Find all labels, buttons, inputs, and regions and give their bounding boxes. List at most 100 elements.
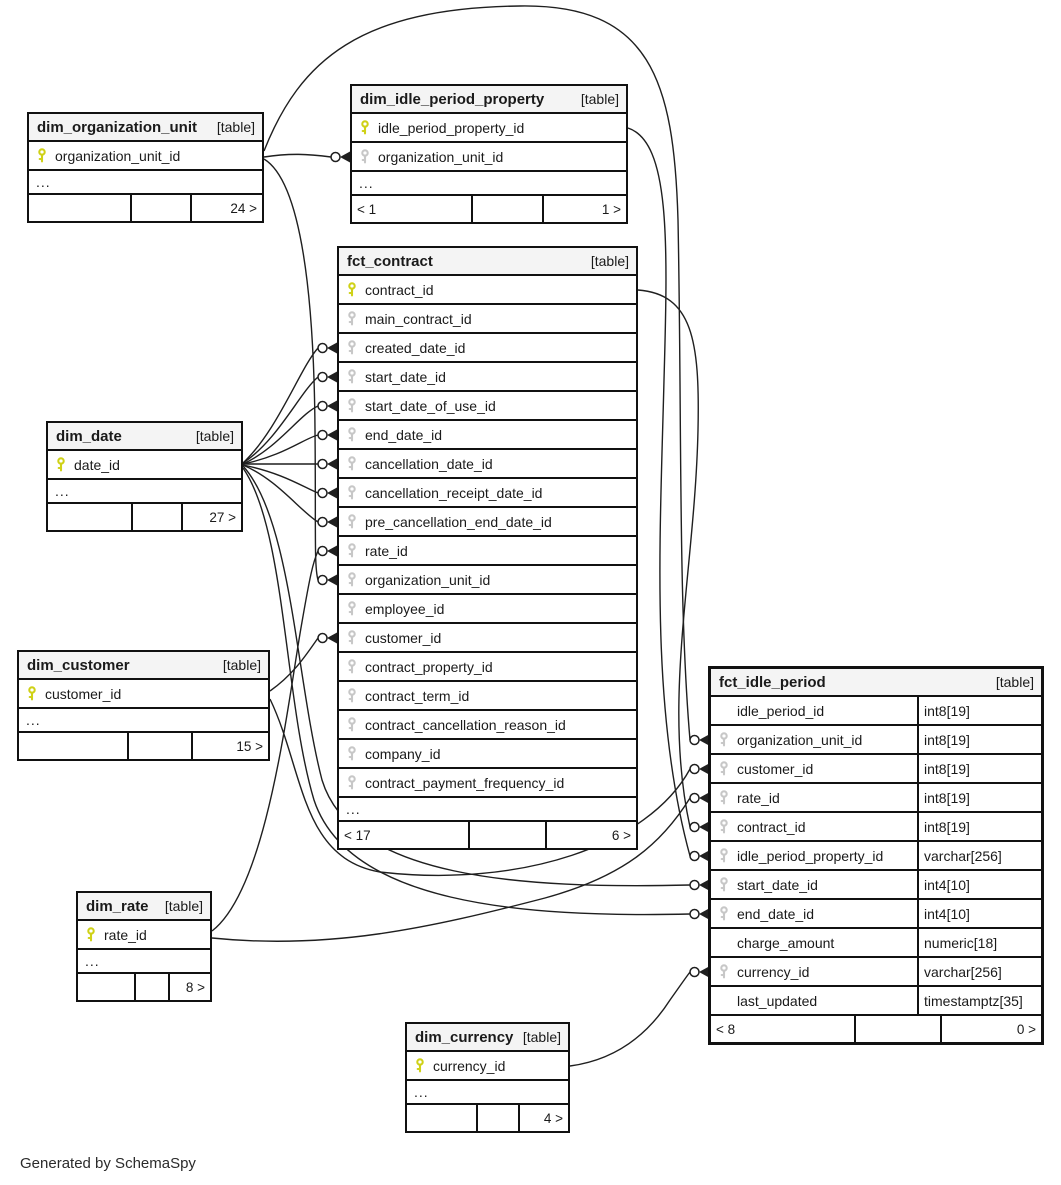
cardinality-circle-icon	[689, 908, 700, 920]
foreign-key-icon	[711, 790, 737, 805]
cardinality-arrow-icon	[699, 792, 709, 804]
table-header[interactable]: dim_customer [table]	[19, 652, 268, 680]
column-name: organization_unit_id	[55, 147, 181, 164]
column-row[interactable]: contract_payment_frequency_id	[339, 769, 636, 798]
cardinality-arrow-icon	[699, 821, 709, 833]
table-footer: 4 >	[407, 1105, 568, 1131]
spacer-cell	[470, 822, 547, 848]
table-header[interactable]: dim_organization_unit[table]	[29, 114, 262, 142]
column-row[interactable]: main_contract_id	[339, 305, 636, 334]
table-footer: 8 >	[78, 974, 210, 1000]
cardinality-arrow-icon	[327, 632, 337, 644]
cardinality-arrow-icon	[699, 879, 709, 891]
ellipsis-row: ...	[29, 171, 262, 195]
column-row[interactable]: start_date_id	[339, 363, 636, 392]
table-header[interactable]: dim_currency[table]	[407, 1024, 568, 1052]
table-title[interactable]: dim_customer	[27, 656, 130, 674]
table-footer: 15 >	[19, 733, 268, 759]
table-header[interactable]: dim_idle_period_property[table]	[352, 86, 626, 114]
row-count-cell: 15 >	[236, 738, 263, 754]
column-name: charge_amount	[737, 934, 835, 951]
column-row[interactable]: organization_unit_id	[29, 142, 262, 171]
column-name: idle_period_property_id	[737, 847, 884, 864]
column-row[interactable]: rate_id	[78, 921, 210, 950]
fk-count-cell: < 8	[711, 1016, 857, 1042]
relationship-edge	[269, 637, 319, 692]
column-row[interactable]: contract_id	[339, 276, 636, 305]
table-title[interactable]: dim_rate	[86, 897, 149, 915]
primary-key-icon	[48, 457, 74, 472]
column-name: currency_id	[433, 1057, 506, 1074]
column-row[interactable]: end_date_id	[339, 421, 636, 450]
column-row[interactable]: cancellation_receipt_date_id	[339, 479, 636, 508]
cardinality-arrow-icon	[327, 516, 337, 528]
ellipsis-row: ...	[339, 798, 636, 822]
table-header[interactable]: dim_date[table]	[48, 423, 241, 451]
column-row[interactable]: contract_cancellation_reason_id	[339, 711, 636, 740]
column-row[interactable]: customer_id	[339, 624, 636, 653]
column-name: rate_id	[737, 789, 780, 806]
foreign-key-icon	[339, 630, 365, 645]
foreign-key-icon	[339, 775, 365, 790]
table-dim_date: dim_date[table]date_id...27 >	[46, 421, 243, 532]
foreign-key-icon	[339, 659, 365, 674]
row-count-cell: 0 >	[1016, 1021, 1036, 1037]
spacer-cell	[473, 196, 544, 222]
column-row[interactable]: cancellation_date_id	[339, 450, 636, 479]
fk-count-cell	[29, 195, 132, 221]
primary-key-icon	[78, 927, 104, 942]
column-row[interactable]: created_date_id	[339, 334, 636, 363]
column-name: start_date_id	[737, 876, 818, 893]
table-title[interactable]: dim_currency	[415, 1028, 514, 1046]
column-row[interactable]: company_id	[339, 740, 636, 769]
table-header[interactable]: fct_idle_period[table]	[711, 669, 1041, 697]
column-name: employee_id	[365, 600, 445, 617]
table-title[interactable]: fct_idle_period	[719, 673, 826, 691]
fk-count-cell: < 1	[352, 196, 473, 222]
column-row[interactable]: customer_id	[19, 680, 268, 709]
table-header[interactable]: dim_rate[table]	[78, 893, 210, 921]
cardinality-circle-icon	[317, 458, 328, 470]
column-row[interactable]: contract_term_id	[339, 682, 636, 711]
table-title[interactable]: fct_contract	[347, 252, 433, 270]
column-name: last_updated	[737, 992, 818, 1009]
table-tag: [table]	[590, 253, 629, 269]
foreign-key-icon	[339, 572, 365, 587]
table-tag: [table]	[222, 657, 261, 673]
primary-key-icon	[407, 1058, 433, 1073]
column-name: currency_id	[737, 963, 810, 980]
column-row[interactable]: employee_id	[339, 595, 636, 624]
column-row[interactable]: rate_id	[339, 537, 636, 566]
column-name: contract_term_id	[365, 687, 470, 704]
column-row[interactable]: contract_property_id	[339, 653, 636, 682]
column-row[interactable]: start_date_of_use_id	[339, 392, 636, 421]
relationship-edge	[242, 405, 319, 465]
cardinality-arrow-icon	[327, 545, 337, 557]
table-header[interactable]: fct_contract [table]	[339, 248, 636, 276]
column-row[interactable]: idle_period_property_id	[352, 114, 626, 143]
column-row[interactable]: date_id	[48, 451, 241, 480]
table-title[interactable]: dim_date	[56, 427, 122, 445]
column-row[interactable]: organization_unit_id	[352, 143, 626, 172]
column-row[interactable]: currency_id	[407, 1052, 568, 1081]
table-title[interactable]: dim_organization_unit	[37, 118, 198, 136]
table-title[interactable]: dim_idle_period_property	[360, 90, 545, 108]
foreign-key-icon	[711, 964, 737, 979]
column-name: company_id	[365, 745, 441, 762]
column-row[interactable]: pre_cancellation_end_date_id	[339, 508, 636, 537]
column-row[interactable]: organization_unit_id	[339, 566, 636, 595]
